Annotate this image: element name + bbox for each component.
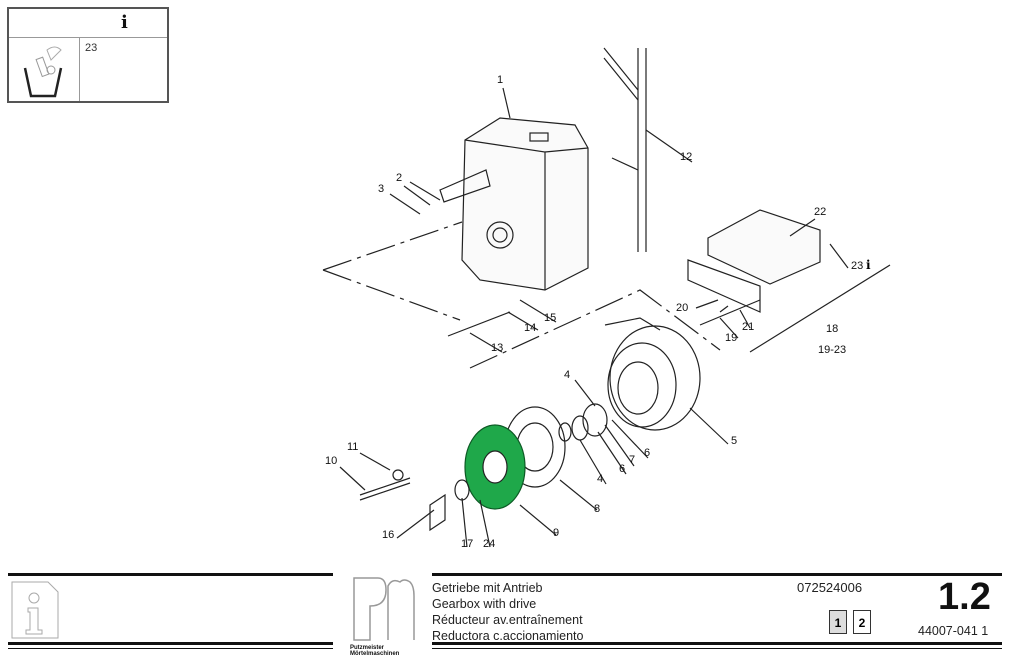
drawing-title-block: Getriebe mit Antrieb Gearbox with drive … xyxy=(432,580,583,644)
part-callout: 1 xyxy=(497,74,503,86)
part-callout: 20 xyxy=(676,302,688,314)
part-callout: 6 xyxy=(619,463,625,475)
document-number: 44007-041 1 xyxy=(918,624,989,638)
gearbox-housing xyxy=(439,117,589,291)
part-callout: 10 xyxy=(325,455,337,467)
part-callout: 19-23 xyxy=(818,344,846,356)
info-icon: i xyxy=(121,12,128,33)
part-callout: 11 xyxy=(347,441,358,453)
disposal-legend: i 23 xyxy=(7,7,169,103)
title-german: Getriebe mit Antrieb xyxy=(432,581,543,595)
part-callout: 13 xyxy=(491,342,503,354)
info-document-icon xyxy=(11,581,59,639)
part-callout: 18 xyxy=(826,323,838,335)
waste-bin-icon xyxy=(9,38,80,101)
part-callout: 19 xyxy=(725,332,737,344)
part-callout: 16 xyxy=(382,529,394,541)
part-code: 072524006 xyxy=(797,580,863,595)
part-callout: 5 xyxy=(731,435,737,447)
part-callout: 2 xyxy=(396,172,402,184)
part-callout: 4 xyxy=(564,369,570,381)
part-callout: 3 xyxy=(378,183,384,195)
support-bracket xyxy=(603,47,647,252)
part-callout: 22 xyxy=(814,206,826,218)
title-spanish: Reductora c.accionamiento xyxy=(432,629,584,643)
part-callout: 8 xyxy=(594,503,600,515)
putzmeister-logo xyxy=(353,577,415,641)
section-number: 1.2 xyxy=(938,576,991,618)
legend-item-number: 23 xyxy=(85,42,98,54)
brand-name: Putzmeister xyxy=(350,645,385,651)
part-callout: 14 xyxy=(524,322,536,334)
page-1-indicator[interactable]: 1 xyxy=(829,610,847,634)
part-callout: 21 xyxy=(742,321,754,333)
part-callout: 4 xyxy=(597,473,603,485)
part-callout: 15 xyxy=(544,312,556,324)
part-callout: 7 xyxy=(629,454,635,466)
part-callout: 17 xyxy=(461,538,473,550)
belt-pulley xyxy=(604,317,701,431)
brand-subtitle: Mörtelmaschinen xyxy=(350,651,400,657)
page-2-indicator[interactable]: 2 xyxy=(853,610,871,634)
title-french: Réducteur av.entraînement xyxy=(432,613,583,627)
title-english: Gearbox with drive xyxy=(432,597,537,611)
part-callout: 9 xyxy=(553,527,559,539)
part-callout: 6 xyxy=(644,447,650,459)
part-callout: 12 xyxy=(680,151,692,163)
part-callout: 23 xyxy=(851,260,863,272)
part-callout: 24 xyxy=(483,538,495,550)
info-marker-icon: i xyxy=(866,258,871,272)
